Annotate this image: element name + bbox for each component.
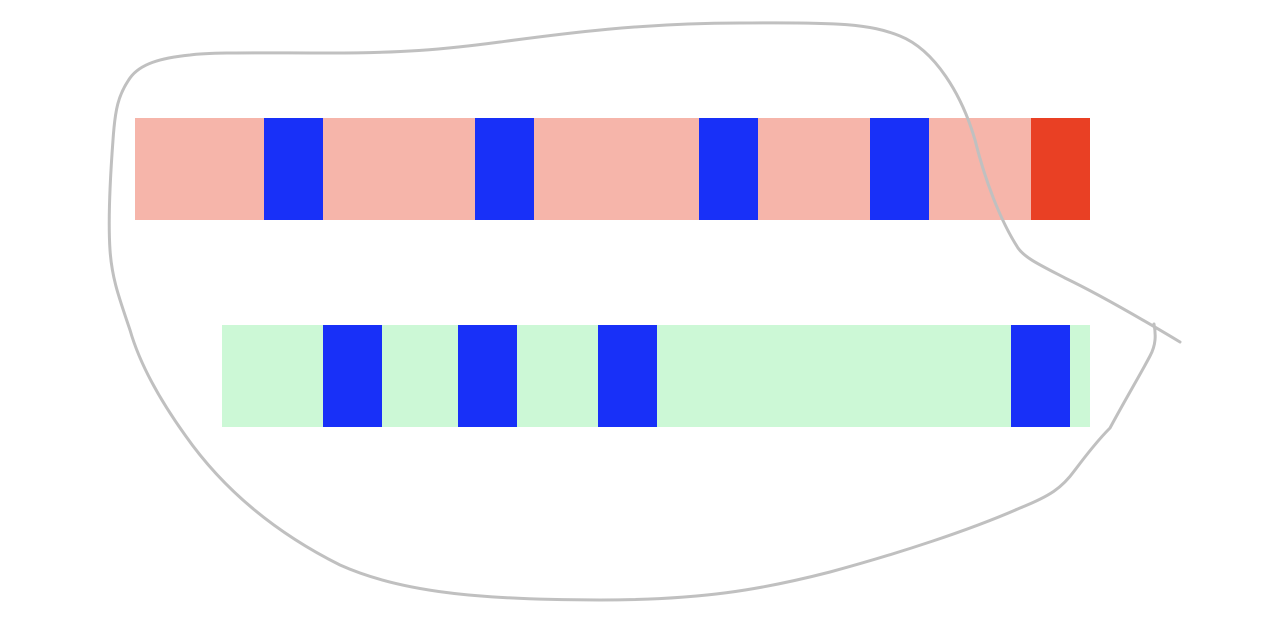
top-strip bbox=[135, 118, 1090, 220]
top-strip-marker bbox=[264, 118, 323, 220]
top-strip-marker bbox=[475, 118, 534, 220]
bottom-strip-marker bbox=[323, 325, 382, 427]
bottom-strip bbox=[222, 325, 1090, 427]
top-strip-marker bbox=[870, 118, 929, 220]
top-strip-marker bbox=[699, 118, 758, 220]
bottom-strip-marker bbox=[1011, 325, 1070, 427]
top-strip-end-marker bbox=[1031, 118, 1090, 220]
bottom-strip-marker bbox=[598, 325, 657, 427]
bottom-strip-marker bbox=[458, 325, 517, 427]
strips-layer bbox=[135, 118, 1090, 427]
freehand-outline-curve bbox=[107, 21, 1182, 602]
